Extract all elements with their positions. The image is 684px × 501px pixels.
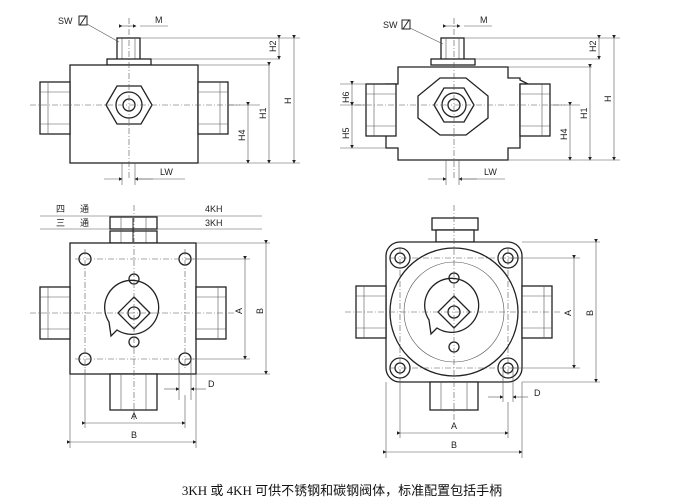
label-h1: H1 [258, 107, 268, 119]
label-h1: H1 [579, 107, 589, 119]
label-three-way-a: 三 [56, 218, 65, 228]
label-d: D [534, 388, 541, 398]
label-h2: H2 [588, 40, 598, 52]
label-h: H [283, 98, 293, 105]
view-bottom-left: 四 通 三 通 4KH 3KH [30, 204, 270, 448]
label-sw: SW [383, 20, 398, 30]
view-bottom-right: A B D A B [345, 205, 600, 458]
label-h4: H4 [237, 129, 247, 141]
label-b: B [451, 440, 457, 450]
label-3kh: 3KH [205, 218, 223, 228]
label-m: M [155, 15, 163, 25]
caption: 3KH 或 4KH 可供不锈钢和碳钢阀体，标准配置包括手柄 [181, 483, 503, 498]
label-h4: H4 [559, 128, 569, 140]
label-b-vertical: B [585, 310, 595, 316]
label-b: B [131, 430, 137, 440]
label-lw: LW [160, 167, 173, 177]
label-h: H [603, 96, 613, 103]
label-m: M [480, 15, 488, 25]
label-h5: H5 [341, 127, 351, 139]
label-h6: H6 [341, 91, 351, 103]
label-4kh: 4KH [205, 204, 223, 214]
view-top-left: SW M H2 H1 H H4 LW [30, 15, 300, 185]
label-sw: SW [58, 16, 73, 26]
label-a: A [451, 421, 457, 431]
label-four-way-b: 通 [80, 204, 89, 214]
label-b-vertical: B [255, 308, 265, 314]
view-top-right: SW M H2 H1 H H4 H6 H5 LW [340, 15, 620, 185]
label-d: D [208, 379, 215, 389]
label-four-way-a: 四 [56, 204, 65, 214]
label-a-vertical: A [563, 310, 573, 316]
label-a-vertical: A [234, 308, 244, 314]
label-a: A [131, 411, 137, 421]
label-three-way-b: 通 [80, 218, 89, 228]
label-h2: H2 [268, 40, 278, 52]
label-lw: LW [484, 167, 497, 177]
